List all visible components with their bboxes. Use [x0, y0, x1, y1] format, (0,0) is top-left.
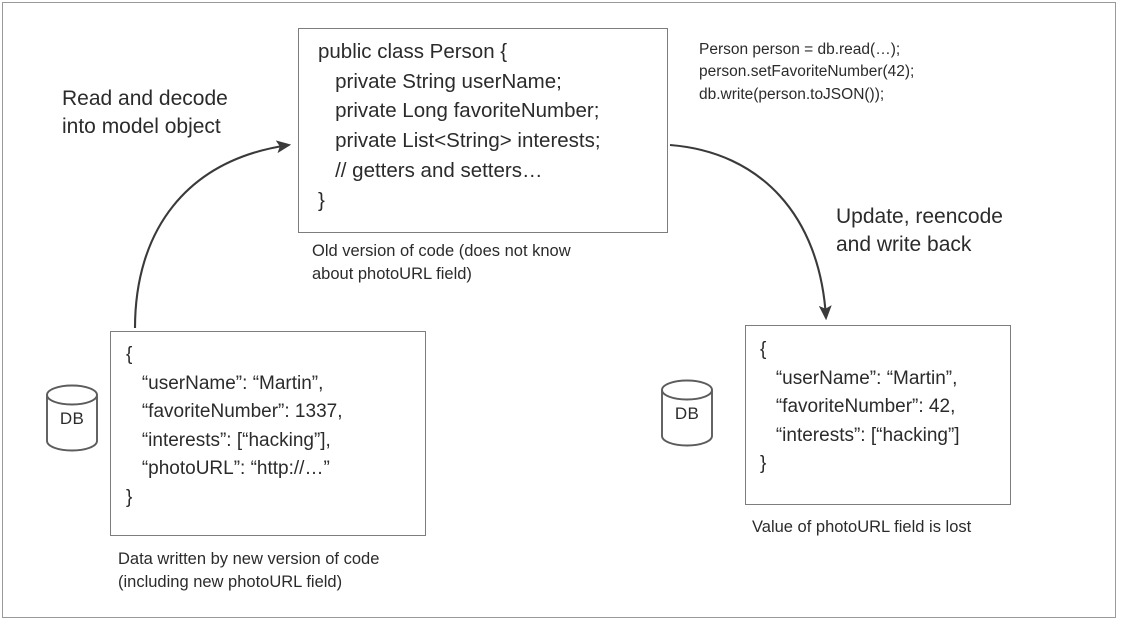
annotation-read-decode: Read and decode into model object: [62, 87, 228, 139]
code-box-caption: Old version of code (does not know about…: [312, 242, 571, 283]
database-icon-left: [46, 384, 98, 452]
code-snippet-text: Person person = db.read(…); person.setFa…: [699, 41, 915, 103]
annotation-update-writeback: Update, reencode and write back: [836, 205, 1003, 257]
code-box-text: public class Person { private String use…: [318, 40, 601, 212]
json-right-caption: Value of photoURL field is lost: [752, 518, 972, 536]
json-left-caption: Data written by new version of code (inc…: [118, 550, 380, 591]
database-icon-right: [661, 379, 713, 447]
code-box: [298, 28, 668, 233]
json-left-text: { “userName”: “Martin”, “favoriteNumber”…: [126, 344, 343, 508]
json-box-left: [110, 331, 426, 536]
json-box-right: [745, 325, 1011, 505]
json-right-text: { “userName”: “Martin”, “favoriteNumber”…: [760, 339, 960, 474]
